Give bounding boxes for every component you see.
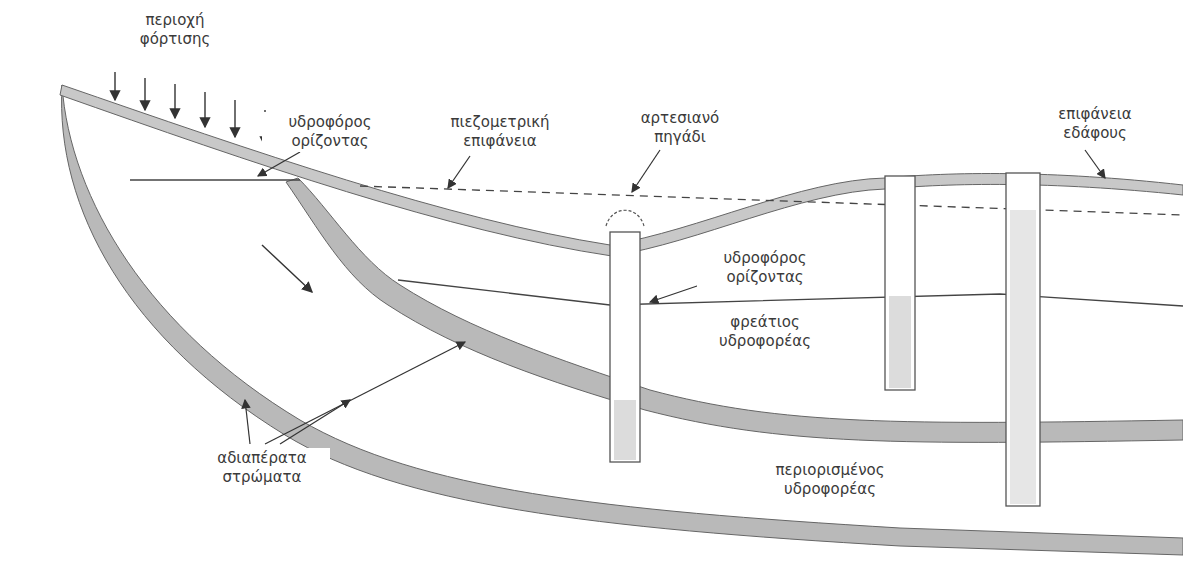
leader-lines bbox=[245, 150, 1105, 444]
surface-label: επιφάνεια εδάφους bbox=[1027, 104, 1163, 144]
water-table-label: υδροφόρος ορίζοντας bbox=[262, 112, 398, 152]
flow-arrow bbox=[262, 245, 312, 292]
impermeable-layer bbox=[62, 85, 1183, 555]
well-water bbox=[889, 296, 911, 388]
surface-label: πιεζομετρική επιφάνεια bbox=[422, 112, 578, 152]
area-label: περιοχή φόρτισης bbox=[117, 10, 233, 50]
layer-label: αδιαπέρατα στρώματα bbox=[194, 448, 330, 488]
well-label: αρτεσιανό πηγάδι bbox=[622, 108, 738, 148]
water-table-line bbox=[130, 179, 300, 180]
recharge-arrows bbox=[115, 72, 265, 146]
aquifer-label: φρεάτιος υδροφορέας bbox=[697, 312, 833, 352]
spring-jet bbox=[606, 210, 644, 226]
artesian-well bbox=[610, 232, 640, 462]
water-well bbox=[885, 176, 915, 390]
aquifer-label: περιορισμένος υδροφορέας bbox=[747, 460, 913, 500]
water-table-label: υδροφόρος ορίζοντας bbox=[697, 248, 833, 288]
well-water bbox=[614, 400, 636, 460]
well-water bbox=[1010, 210, 1036, 504]
piezometric-line bbox=[360, 186, 1183, 215]
water-well bbox=[1006, 173, 1040, 506]
